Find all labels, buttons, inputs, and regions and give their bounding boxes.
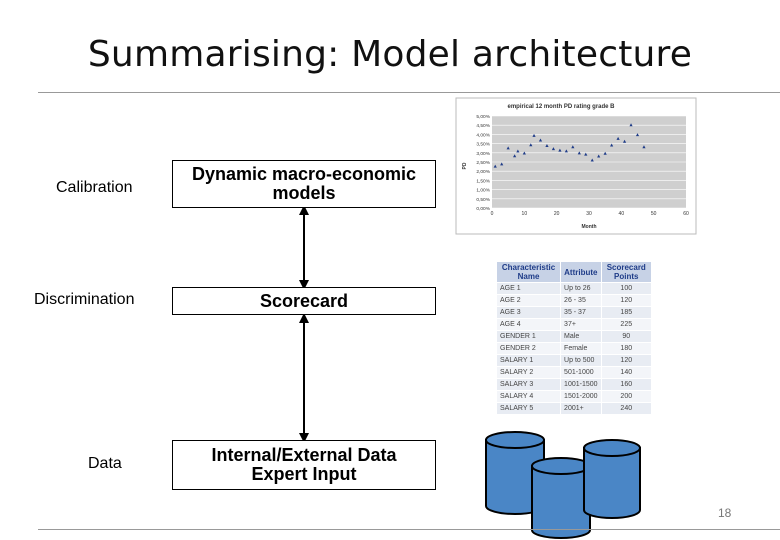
scorecard-box-label: Scorecard (259, 290, 349, 311)
chart-y-tick: 0,50% (476, 197, 490, 203)
chart-point (513, 154, 517, 158)
scorecard-cell-points: 225 (600, 318, 653, 331)
chart-point (564, 149, 568, 153)
scorecard-cell-points: 200 (600, 390, 653, 403)
chart-point (551, 147, 556, 151)
chart-point (506, 146, 510, 150)
chart-x-tick: 20 (554, 211, 560, 217)
discrimination-label: Discrimination (34, 291, 135, 308)
scorecard-header-attribute: Attribute (560, 261, 602, 283)
chart-point (622, 139, 627, 143)
chart-y-tick: 3,00% (476, 151, 490, 157)
scorecard-cell-points: 120 (600, 294, 653, 307)
data-box-line1: Internal/External Data (211, 445, 397, 465)
chart-y-tick: 4,00% (476, 132, 490, 138)
calibration-label: Calibration (56, 179, 133, 196)
database-icon (531, 457, 591, 539)
chart-point (642, 145, 646, 149)
chart-point (584, 152, 588, 156)
chart-point (545, 144, 549, 148)
scorecard-cell-attribute: 37+ (560, 318, 602, 331)
chart-point (493, 164, 497, 168)
chart-y-tick: 1,50% (476, 178, 490, 184)
calibration-box-line2: models (272, 183, 336, 203)
chart-x-tick: 60 (683, 211, 689, 217)
chart-point (558, 148, 562, 152)
scorecard-table: Characteristic Name Attribute Scorecard … (495, 261, 653, 415)
chart-point (529, 143, 533, 147)
data-box: Internal/External Data Expert Input (172, 440, 436, 490)
chart-point (577, 151, 581, 155)
database-icon (583, 439, 641, 519)
chart-point (616, 136, 620, 140)
scorecard-cell-characteristic: SALARY 3 (495, 378, 562, 391)
scorecard-cell-characteristic: SALARY 4 (495, 390, 562, 403)
chart-point (538, 138, 543, 142)
title-divider (38, 92, 780, 93)
scorecard-cell-attribute: 26 - 35 (560, 294, 602, 307)
calibration-box-line1: Dynamic macro-economic (191, 164, 417, 184)
chart-y-tick: 3,50% (476, 142, 490, 148)
chart-y-tick: 5,00% (476, 114, 490, 120)
chart-x-tick: 30 (586, 211, 592, 217)
chart-point (571, 145, 575, 149)
scorecard-cell-points: 240 (600, 402, 653, 415)
data-box-line2: Expert Input (251, 464, 357, 484)
scorecard-cell-attribute: 501-1000 (560, 366, 602, 379)
scorecard-cell-attribute: 35 - 37 (560, 306, 602, 319)
chart-y-tick: 0,00% (476, 206, 490, 212)
scorecard-cell-attribute: 1501-2000 (560, 390, 602, 403)
chart-y-tick: 2,00% (476, 169, 490, 175)
chart-x-tick: 0 (491, 211, 494, 217)
scorecard-cell-characteristic: AGE 3 (495, 306, 562, 319)
calibration-box: Dynamic macro-economic models (172, 160, 436, 208)
footer-divider (38, 529, 780, 530)
chart-point (590, 158, 594, 162)
scorecard-cell-points: 180 (600, 342, 653, 355)
scorecard-cell-points: 160 (600, 378, 653, 391)
scorecard-box: Scorecard (172, 287, 436, 315)
chart-x-tick: 10 (522, 211, 528, 217)
chart-y-tick: 2,50% (476, 160, 490, 166)
data-label: Data (88, 455, 122, 472)
chart-point (500, 162, 504, 166)
scorecard-cell-attribute: Up to 26 (560, 282, 602, 295)
slide-title: Summarising: Model architecture (87, 34, 693, 75)
chart-x-label: Month (582, 224, 597, 230)
chart-y-tick: 1,00% (476, 188, 490, 194)
chart-title: empirical 12 month PD rating grade B (507, 104, 615, 110)
chart-point (516, 149, 520, 153)
page-number: 18 (718, 506, 732, 520)
chart-point (532, 133, 536, 137)
scorecard-cell-points: 100 (600, 282, 653, 295)
chart-point (635, 133, 640, 137)
chart-point (610, 143, 614, 147)
scorecard-cell-points: 120 (600, 354, 653, 367)
chart-x-tick: 40 (619, 211, 625, 217)
chart-point (597, 154, 601, 158)
scorecard-cell-attribute: 2001+ (560, 402, 602, 415)
chart-y-tick: 4,50% (476, 123, 490, 129)
chart-y-label: PD (462, 162, 468, 169)
chart-point (522, 151, 526, 155)
chart-point (629, 123, 633, 127)
scorecard-cell-characteristic: SALARY 5 (495, 402, 562, 415)
chart-x-tick: 50 (651, 211, 657, 217)
scorecard-cell-characteristic: GENDER 1 (495, 330, 562, 343)
chart-point (603, 151, 607, 155)
